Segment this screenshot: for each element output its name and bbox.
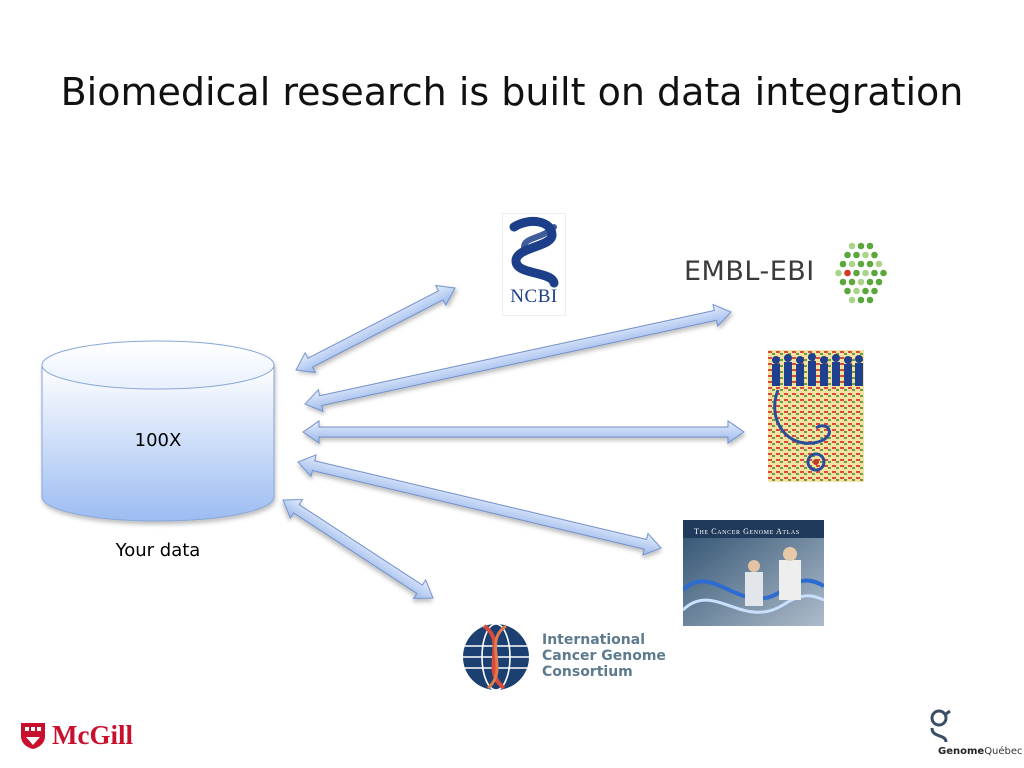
ncbi-logo-text: NCBI	[510, 286, 558, 307]
embl-hex-dot	[844, 269, 851, 277]
tcga-logo-image	[683, 520, 824, 626]
embl-hex-dot	[848, 278, 856, 286]
embl-hex-dot	[853, 251, 860, 259]
icgc-line2: Cancer Genome	[542, 648, 666, 664]
arrow-to-icgc	[282, 499, 434, 599]
embl-hex-dot	[857, 242, 865, 250]
embl-hex-dot	[871, 269, 878, 277]
arrow-to-ncbi	[295, 284, 456, 374]
ncbi-logo	[502, 213, 566, 316]
tcga-logo-text: The Cancer Genome Atlas	[694, 527, 800, 536]
embl-hex-dot	[848, 260, 856, 268]
mcgill-logo-text: McGill	[52, 720, 133, 750]
embl-hex-dot	[862, 251, 869, 259]
genome-quebec-bold: Genome	[938, 746, 985, 757]
embl-ebi-hex-icon	[835, 242, 887, 304]
embl-hex-dot	[880, 269, 887, 277]
embl-hex-dot	[857, 278, 865, 286]
database-label: 100X	[134, 430, 182, 451]
patients-dna-collage-image	[768, 350, 864, 482]
embl-hex-dot	[857, 260, 865, 268]
embl-hex-dot	[866, 260, 874, 268]
database-caption: Your data	[115, 540, 201, 561]
embl-hex-dot	[844, 287, 851, 295]
icgc-line1: International	[542, 632, 646, 648]
embl-hex-dot	[853, 287, 860, 295]
embl-hex-dot	[853, 269, 860, 277]
embl-hex-dot	[866, 296, 874, 304]
arrow-to-tcga	[297, 454, 662, 556]
embl-hex-dot	[835, 269, 842, 277]
embl-hex-dot	[862, 287, 869, 295]
embl-hex-dot	[857, 296, 865, 304]
embl-hex-dot	[875, 260, 883, 268]
embl-hex-dot	[844, 251, 851, 259]
embl-hex-dot	[875, 278, 883, 286]
embl-hex-dot	[839, 278, 847, 286]
icgc-globe-icon	[463, 623, 529, 691]
embl-hex-dot	[848, 296, 856, 304]
genome-quebec-logo-text: GenomeQuébec	[938, 746, 1023, 757]
embl-ebi-logo-text: EMBL-EBI	[684, 256, 815, 287]
embl-hex-dot	[848, 242, 856, 250]
embl-hex-dot	[862, 269, 869, 277]
embl-hex-dot	[871, 287, 878, 295]
slide-title: Biomedical research is built on data int…	[60, 70, 964, 114]
embl-hex-dot	[866, 242, 874, 250]
embl-hex-dot	[839, 260, 847, 268]
arrow-to-embl	[304, 303, 732, 413]
arrow-to-clinical	[302, 420, 745, 444]
mcgill-shield-icon	[21, 723, 45, 749]
database-cylinder	[41, 340, 275, 522]
genome-quebec-rest: Québec	[984, 746, 1023, 757]
embl-hex-dot	[871, 251, 878, 259]
embl-hex-dot	[866, 278, 874, 286]
genome-quebec-g-icon	[930, 709, 951, 743]
arrows-group	[282, 284, 745, 599]
icgc-line3: Consortium	[542, 664, 633, 680]
